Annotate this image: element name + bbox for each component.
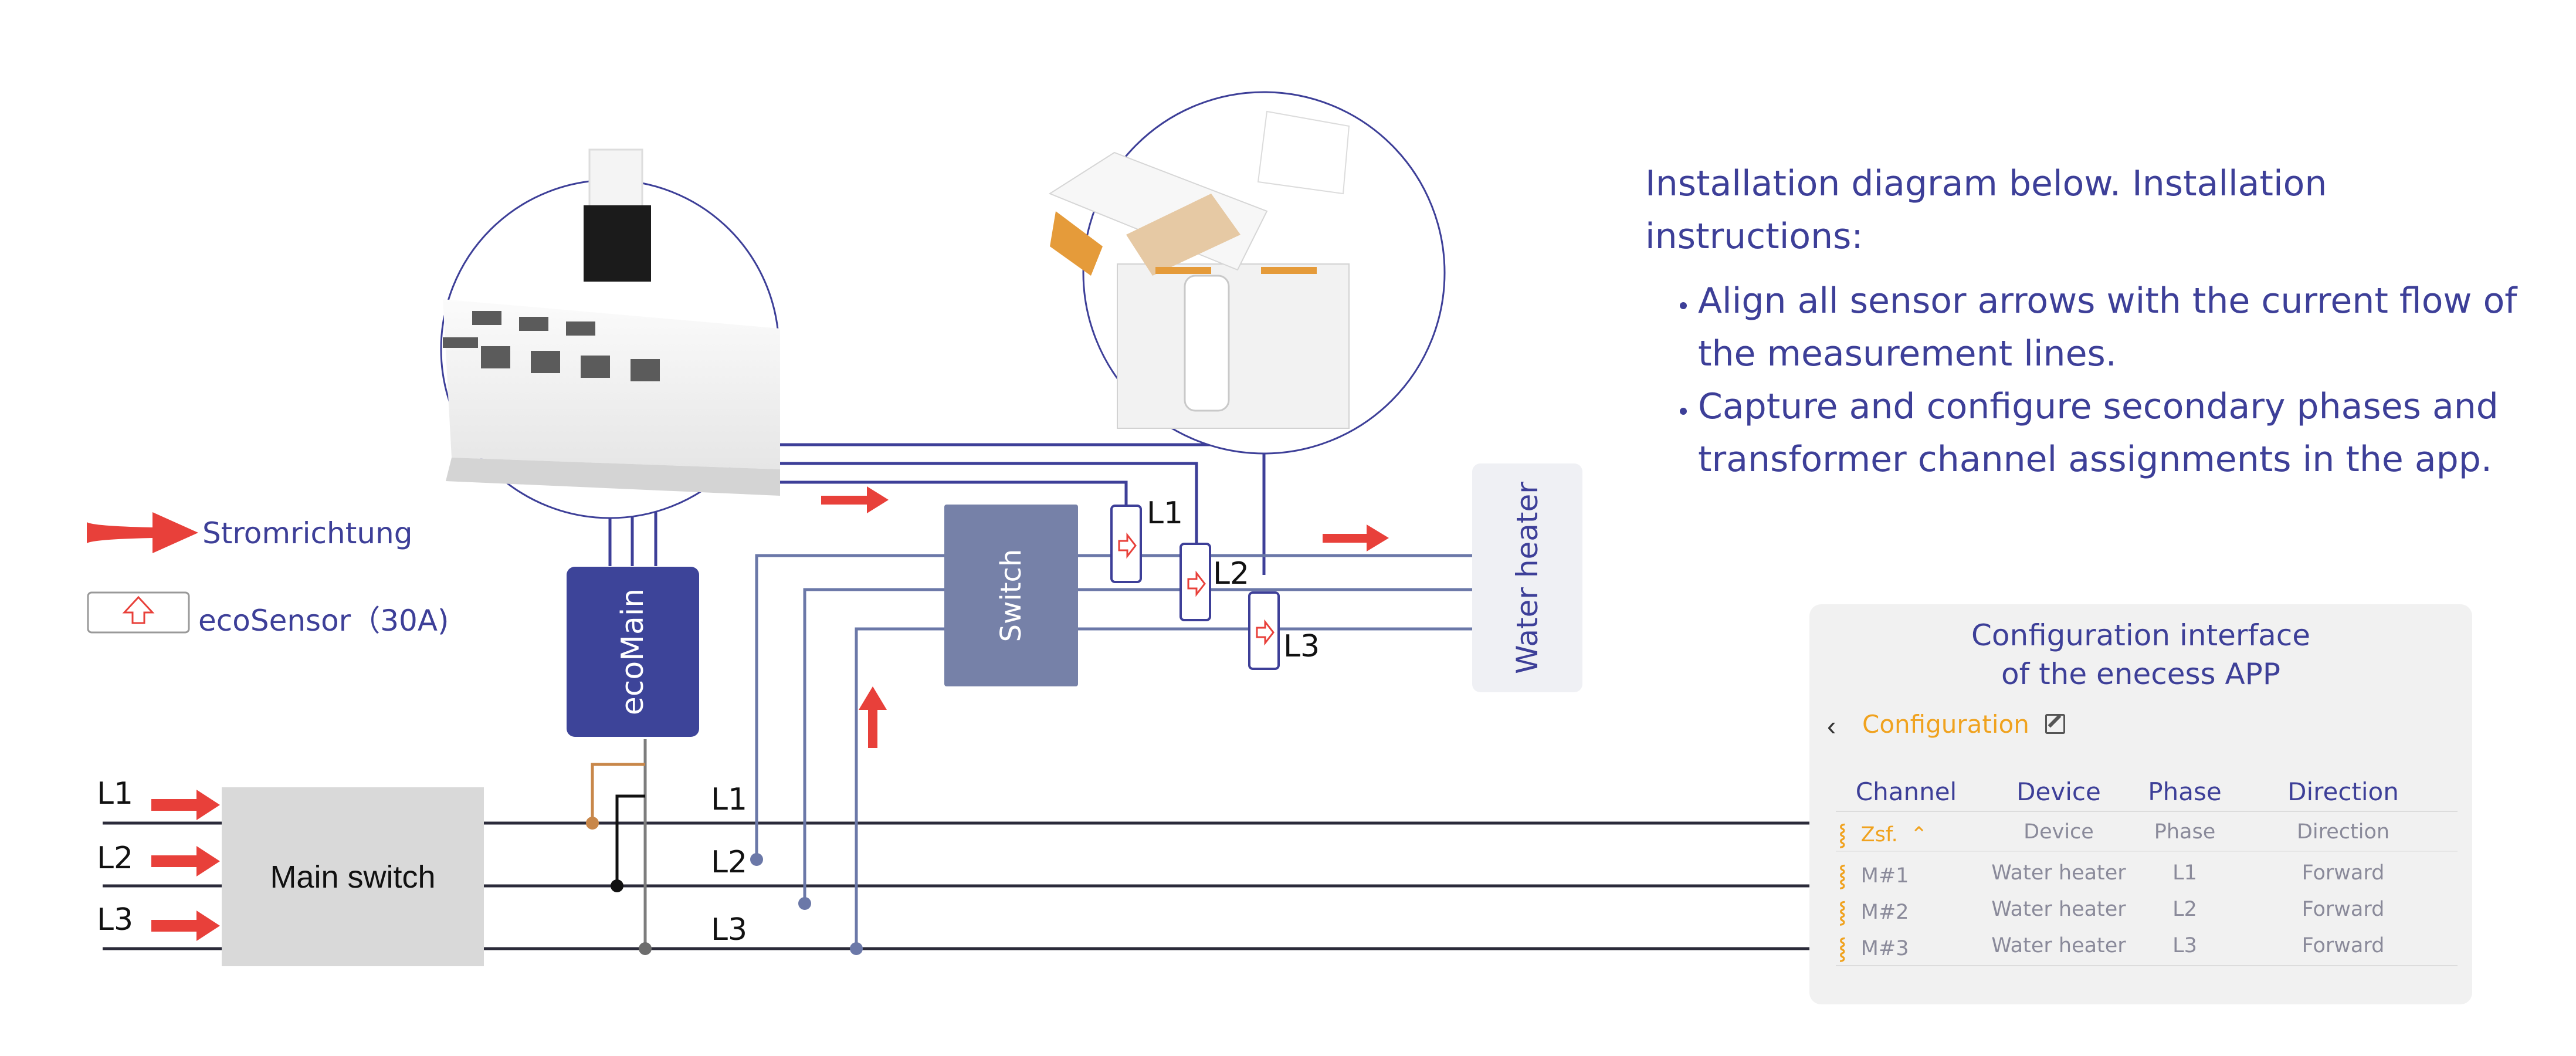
row-device: Device <box>2023 820 2094 844</box>
table-divider <box>1836 811 2458 812</box>
main-switch-box <box>222 787 484 966</box>
config-title: Configuration interface of the enecess A… <box>1809 616 2472 693</box>
row-direction: Forward <box>2302 898 2385 921</box>
flow-arrow-heater <box>1323 524 1389 551</box>
sensor-label-l3: L3 <box>1283 629 1320 664</box>
chevron-up-icon[interactable]: ⌃ <box>1910 823 1928 847</box>
main-switch-label: Main switch <box>270 859 436 895</box>
flow-arrow-top <box>821 486 889 513</box>
table-bottom-divider <box>1836 965 2458 966</box>
channel-icon: ⸾ <box>1839 864 1846 888</box>
row-channel: M#1 <box>1860 864 1909 888</box>
phase-label-l1-mid: L1 <box>711 782 748 817</box>
installation-instructions: Installation diagram below. Installation… <box>1645 157 2548 486</box>
row-phase: Phase <box>2154 820 2216 844</box>
table-row[interactable]: ⸾ M#3 <box>1839 934 1909 962</box>
edit-icon[interactable] <box>2045 714 2065 734</box>
black-wire <box>615 794 645 886</box>
legend-sensor-symbol <box>87 591 190 634</box>
ecosensors <box>1110 505 1280 670</box>
ecosensor-l3 <box>1248 591 1280 670</box>
water-heater-box: Water heater <box>1472 463 1582 692</box>
row-device: Water heater <box>1991 898 2126 921</box>
instructions-intro: Installation diagram below. Installation… <box>1645 163 2327 257</box>
row-channel: M#2 <box>1860 901 1909 924</box>
flow-arrow-l2 <box>151 846 220 876</box>
row-device: Water heater <box>1991 861 2126 885</box>
row-divider <box>1836 851 2458 852</box>
channel-icon: ⸾ <box>1839 823 1846 847</box>
switch-box: Switch <box>944 505 1078 686</box>
water-heater-label: Water heater <box>1510 482 1544 674</box>
sensor-clip-illustration <box>1048 110 1350 429</box>
legend-sensor-label: ecoSensor（30A) <box>198 604 449 638</box>
ecomain-box: ecoMain <box>567 567 699 737</box>
instruction-item: Align all sensor arrows with the current… <box>1698 275 2548 380</box>
ecosensor-l1 <box>1110 505 1142 583</box>
ecomain-device-illustration <box>443 148 780 496</box>
table-row[interactable]: ⸾ Zsf. ⌃ <box>1839 820 1927 848</box>
phase-label-l2-left: L2 <box>97 841 134 876</box>
chevron-left-icon[interactable]: ‹ <box>1827 710 1836 741</box>
col-device: Device <box>2016 777 2101 806</box>
row-phase: L1 <box>2172 861 2197 885</box>
brown-wire <box>591 763 645 823</box>
switch-label: Switch <box>995 549 1028 642</box>
row-channel: Zsf. <box>1860 823 1898 847</box>
table-row[interactable]: ⸾ M#1 <box>1839 861 1909 889</box>
sensor-label-l1: L1 <box>1147 496 1184 531</box>
legend-flow-label: Stromrichtung <box>202 516 413 550</box>
legend-flow-arrow <box>87 512 198 553</box>
phase-label-l1-left: L1 <box>97 776 134 811</box>
instructions-list: Align all sensor arrows with the current… <box>1645 275 2548 486</box>
phase-label-l2-mid: L2 <box>711 845 748 880</box>
phase-label-l3-left: L3 <box>97 902 134 937</box>
row-channel: M#3 <box>1860 937 1909 960</box>
row-direction: Forward <box>2302 934 2385 957</box>
ecosensor-l2 <box>1179 543 1211 621</box>
row-device: Water heater <box>1991 934 2126 957</box>
channel-icon: ⸾ <box>1839 901 1846 924</box>
config-title-line2: of the enecess APP <box>2001 657 2280 691</box>
channel-icon: ⸾ <box>1839 937 1846 960</box>
flow-arrow-l1 <box>151 790 220 820</box>
config-title-line1: Configuration interface <box>1971 618 2310 652</box>
config-header-label: Configuration <box>1862 710 2029 739</box>
col-phase: Phase <box>2148 777 2222 806</box>
col-direction: Direction <box>2287 777 2399 806</box>
flow-arrows <box>87 486 1389 941</box>
row-phase: L3 <box>2172 934 2197 957</box>
config-panel: Configuration interface of the enecess A… <box>1809 604 2472 1004</box>
ecomain-label: ecoMain <box>615 588 650 716</box>
row-phase: L2 <box>2172 898 2197 921</box>
flow-arrow-l3 <box>151 911 220 941</box>
row-direction: Forward <box>2302 861 2385 885</box>
instruction-item: Capture and configure secondary phases a… <box>1698 380 2548 486</box>
flow-arrow-up <box>859 686 887 748</box>
sensor-label-l2: L2 <box>1213 556 1250 591</box>
table-row[interactable]: ⸾ M#2 <box>1839 898 1909 925</box>
phase-label-l3-mid: L3 <box>711 912 748 947</box>
col-channel: Channel <box>1855 777 1957 806</box>
row-direction: Direction <box>2296 820 2390 844</box>
